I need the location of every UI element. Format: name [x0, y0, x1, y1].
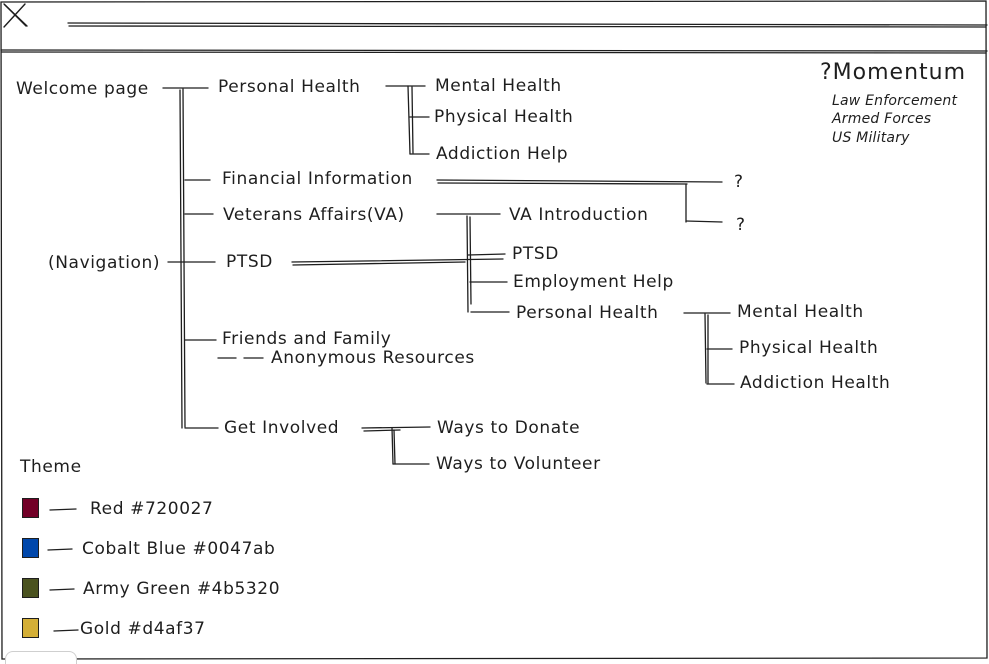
nav-get-involved[interactable]: Get Involved [224, 418, 340, 438]
nav-financial-information[interactable]: Financial Information [222, 169, 413, 189]
theme-heading: Theme [20, 457, 82, 477]
nav-ways-to-volunteer[interactable]: Ways to Volunteer [436, 454, 601, 474]
nav-personal-health[interactable]: Personal Health [218, 77, 361, 97]
nav-va-addiction-health[interactable]: Addiction Health [740, 373, 891, 393]
brand-title: ?Momentum [820, 60, 967, 85]
nav-va-employment-help[interactable]: Employment Help [513, 272, 674, 292]
nav-va-physical-health[interactable]: Physical Health [739, 338, 879, 358]
bottom-page-tab[interactable] [5, 651, 77, 664]
nav-mental-health[interactable]: Mental Health [435, 76, 562, 96]
nav-friends-and-family[interactable]: Friends and Family [222, 329, 392, 349]
theme-swatch-red [22, 498, 39, 518]
audience-armed-forces: Armed Forces [832, 111, 932, 127]
theme-swatch-cobalt-blue [22, 538, 39, 558]
nav-va-mental-health[interactable]: Mental Health [737, 302, 864, 322]
theme-label-cobalt-blue: Cobalt Blue #0047ab [82, 539, 276, 559]
theme-label-red: Red #720027 [90, 499, 214, 519]
theme-swatch-army-green [22, 578, 39, 598]
nav-anonymous-resources[interactable]: Anonymous Resources [271, 348, 475, 368]
theme-label-gold: Gold #d4af37 [80, 619, 206, 639]
nav-va-personal-health[interactable]: Personal Health [516, 303, 659, 323]
nav-va-introduction[interactable]: VA Introduction [509, 205, 649, 225]
nav-welcome-page[interactable]: Welcome page [16, 79, 149, 99]
theme-label-army-green: Army Green #4b5320 [83, 579, 281, 599]
close-icon[interactable] [2, 2, 28, 28]
nav-ways-to-donate[interactable]: Ways to Donate [437, 418, 581, 438]
nav-va-ptsd[interactable]: PTSD [512, 244, 559, 264]
nav-addiction-help[interactable]: Addiction Help [436, 144, 569, 164]
nav-physical-health[interactable]: Physical Health [434, 107, 574, 127]
audience-us-military: US Military [832, 130, 910, 146]
audience-law-enforcement: Law Enforcement [832, 93, 958, 109]
theme-swatch-gold [22, 618, 39, 638]
nav-financial-unknown-1: ? [734, 172, 744, 192]
nav-veterans-affairs[interactable]: Veterans Affairs(VA) [223, 205, 405, 225]
nav-caption: (Navigation) [48, 253, 161, 273]
nav-connectors [47, 85, 735, 632]
nav-ptsd[interactable]: PTSD [226, 252, 273, 272]
nav-financial-unknown-2: ? [736, 215, 746, 235]
